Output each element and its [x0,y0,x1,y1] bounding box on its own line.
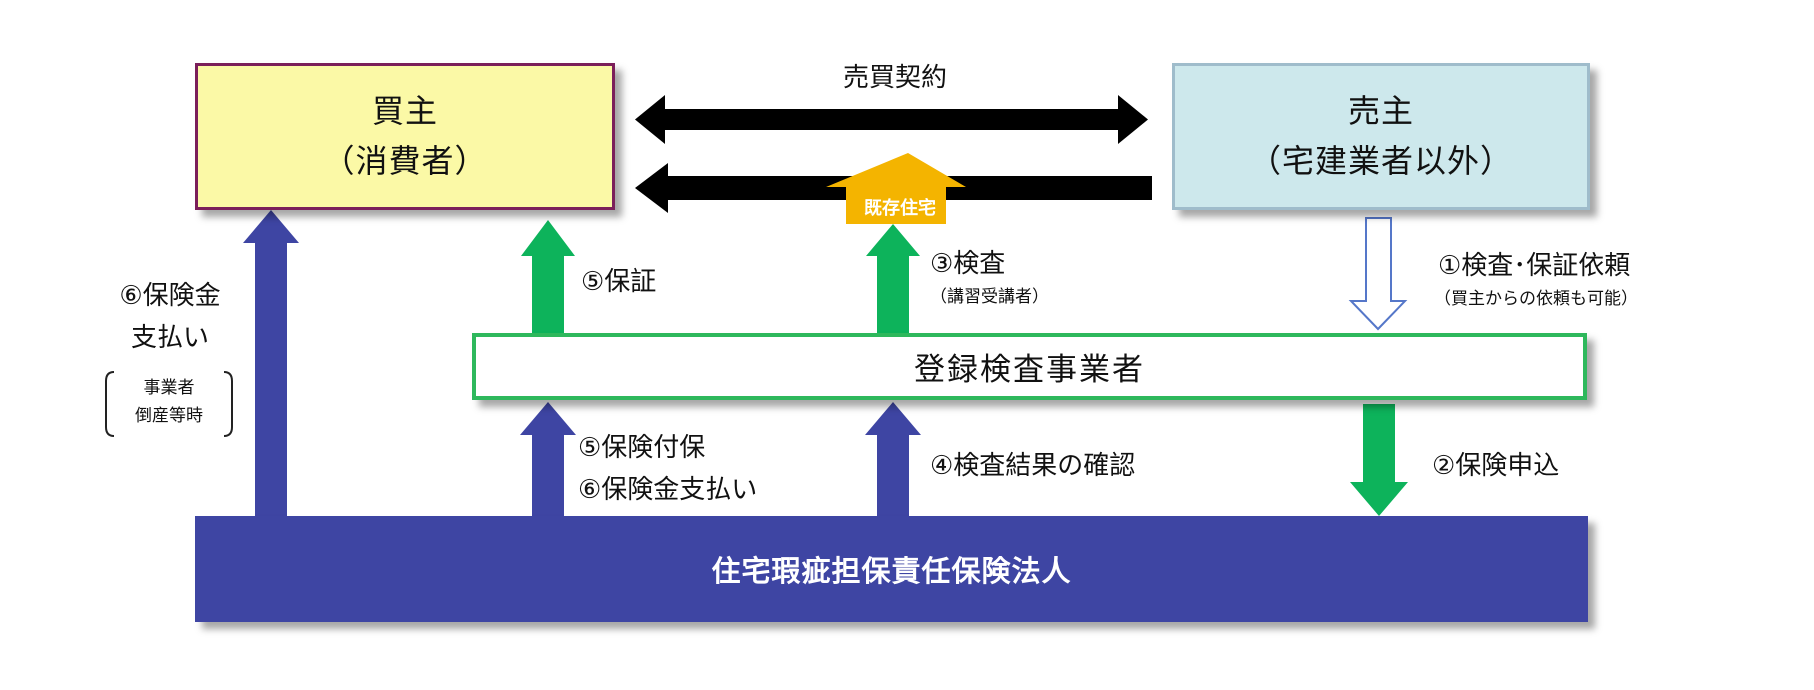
step6-direct-line1: ⑥保険金 [119,281,221,311]
step6-payout-label: ⑥保険金支払い [578,475,758,505]
insurer-label: 住宅瑕疵担保責任保険法人 [711,554,1072,588]
seller-box: 売主 （宅建業者以外） [1172,63,1590,210]
existing-house-label: 既存住宅 [864,198,936,219]
condition-line2: 倒産等時 [135,406,203,426]
step5-guarantee-label: ⑤保証 [581,267,657,297]
insurer-box: 住宅瑕疵担保責任保険法人 [195,516,1588,622]
step5-coverage-label: ⑤保険付保 [578,433,706,463]
condition-line1: 事業者 [143,378,195,398]
sales-contract-label: 売買契約 [842,63,947,93]
step3-note: （講習受講者） [930,287,1049,307]
step1-label: ①検査･保証依頼 [1438,251,1631,281]
inspector-label: 登録検査事業者 [914,352,1145,388]
coverage-arrow [520,402,576,518]
direct-payout-arrow [243,210,299,518]
inspector-box: 登録検査事業者 [472,333,1587,400]
sales-contract-arrow [635,95,1148,144]
seller-title: 売主 [1347,91,1414,130]
condition-bracket: 事業者 倒産等時 [104,369,234,439]
result-check-arrow [865,402,921,518]
inspection-arrow [866,224,920,333]
guarantee-arrow [521,220,575,333]
step2-label: ②保険申込 [1432,451,1560,481]
existing-house-badge [826,153,966,224]
step1-note: （買主からの依頼も可能） [1434,289,1638,309]
step6-direct-line2: 支払い [130,323,209,353]
step4-label: ④検査結果の確認 [930,451,1136,481]
buyer-box: 買主 （消費者） [195,63,615,210]
buyer-subtitle: （消費者） [322,141,488,180]
seller-subtitle: （宅建業者以外） [1248,141,1513,180]
step3-label: ③検査 [930,249,1006,279]
request-arrow [1348,217,1408,331]
buyer-title: 買主 [371,91,438,130]
application-arrow [1350,404,1408,516]
